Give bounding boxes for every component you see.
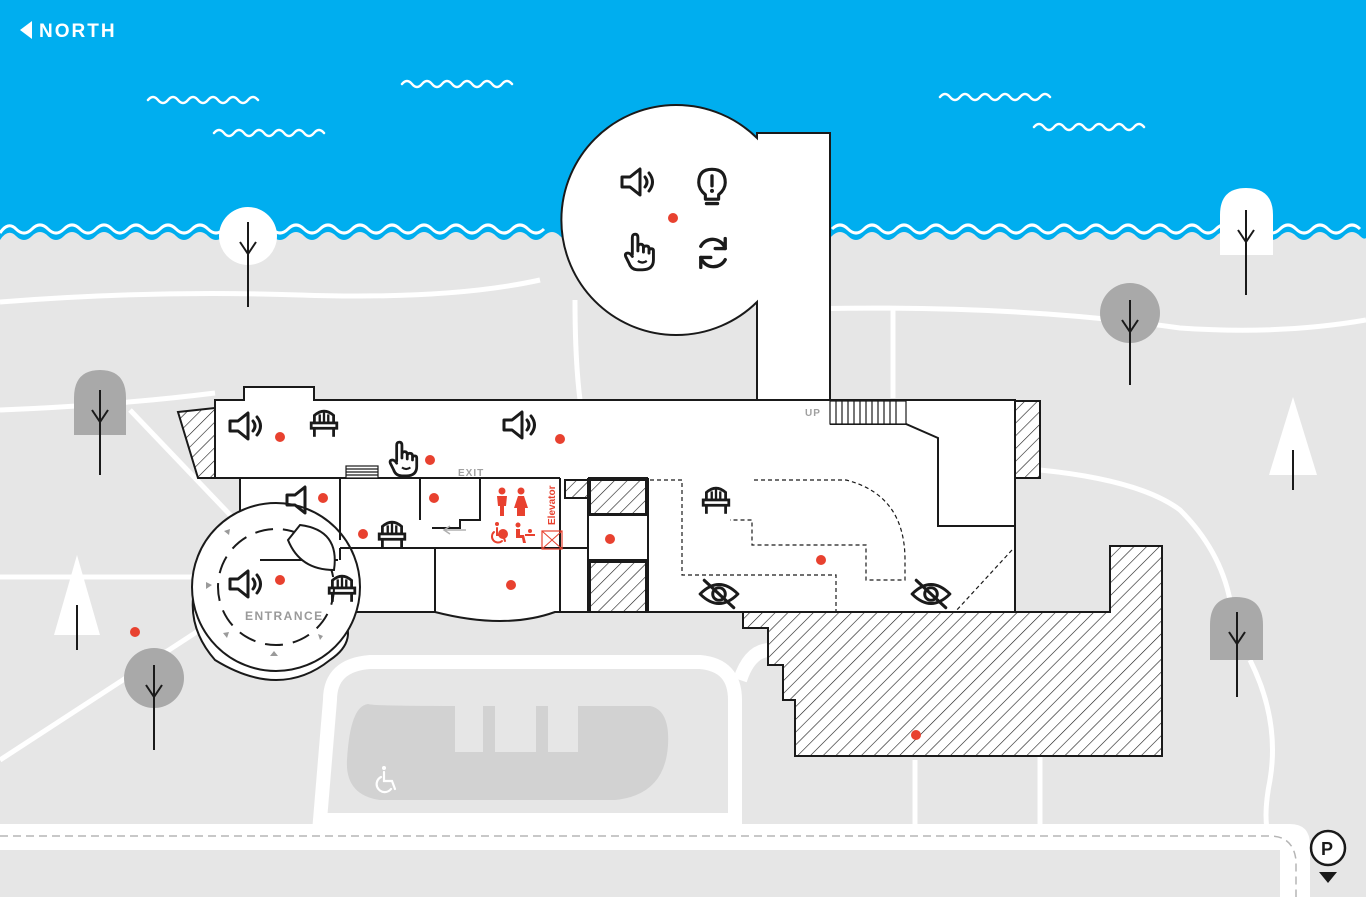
elevator-label: Elevator [547,485,558,525]
tree-icon [124,648,184,751]
tree-icon [54,555,100,650]
east-hatched-wing [742,545,1163,757]
tree-icon [1100,283,1160,386]
location-marker[interactable] [425,455,435,465]
exit-arrow-icon [442,525,466,535]
driveway [312,655,742,827]
up-label: UP [805,408,821,419]
exit-label: EXIT [458,468,484,479]
driveway-right [733,643,771,683]
hatched-area [1014,400,1041,479]
left-triangle-icon [20,21,32,39]
tree-icon [74,370,126,476]
location-marker[interactable] [318,493,328,503]
location-marker[interactable] [555,434,565,444]
parking-lot [346,704,669,800]
location-marker[interactable] [498,529,508,539]
tree-icon [1220,188,1273,296]
parking-icon[interactable] [1309,829,1347,867]
north-indicator: NORTH [20,21,117,42]
hatched-area [589,561,647,613]
parking-indicator[interactable]: P [1309,829,1347,883]
stair-curve [286,523,336,572]
accessible-parking-icon [375,766,397,794]
elevator-box [541,530,563,550]
rotunda-arrows [206,529,323,656]
location-markers[interactable] [130,213,921,740]
walking-paths [0,277,1366,841]
stairs [345,400,907,479]
location-marker[interactable] [358,529,368,539]
location-marker[interactable] [275,432,285,442]
location-marker[interactable] [668,213,678,223]
hatched-area [564,479,589,499]
entrance-label: ENTRANCE [245,609,324,623]
location-marker[interactable] [605,534,615,544]
tree-icon [219,207,277,308]
road-dashes [0,835,1297,897]
location-marker[interactable] [130,627,140,637]
tree-icon [1269,397,1317,490]
north-label: NORTH [39,21,117,42]
location-marker[interactable] [911,730,921,740]
dashed-exhibit-area [650,479,1013,613]
location-marker[interactable] [506,580,516,590]
elevator-cross [541,530,563,550]
restroom-icon [497,487,528,516]
hatched-area [589,479,647,515]
west-hatched-wing [176,406,216,479]
baby-change-icon [515,522,535,543]
tree-icon [1210,597,1263,698]
water-waves [146,79,1146,138]
trees [54,188,1317,751]
down-triangle-icon [1319,872,1337,883]
location-marker[interactable] [275,575,285,585]
location-marker[interactable] [816,555,826,565]
location-marker[interactable] [429,493,439,503]
parking-label: P [1321,839,1333,859]
road-curve [1280,824,1310,897]
main-road [0,824,1290,850]
corridor-join [759,300,828,406]
